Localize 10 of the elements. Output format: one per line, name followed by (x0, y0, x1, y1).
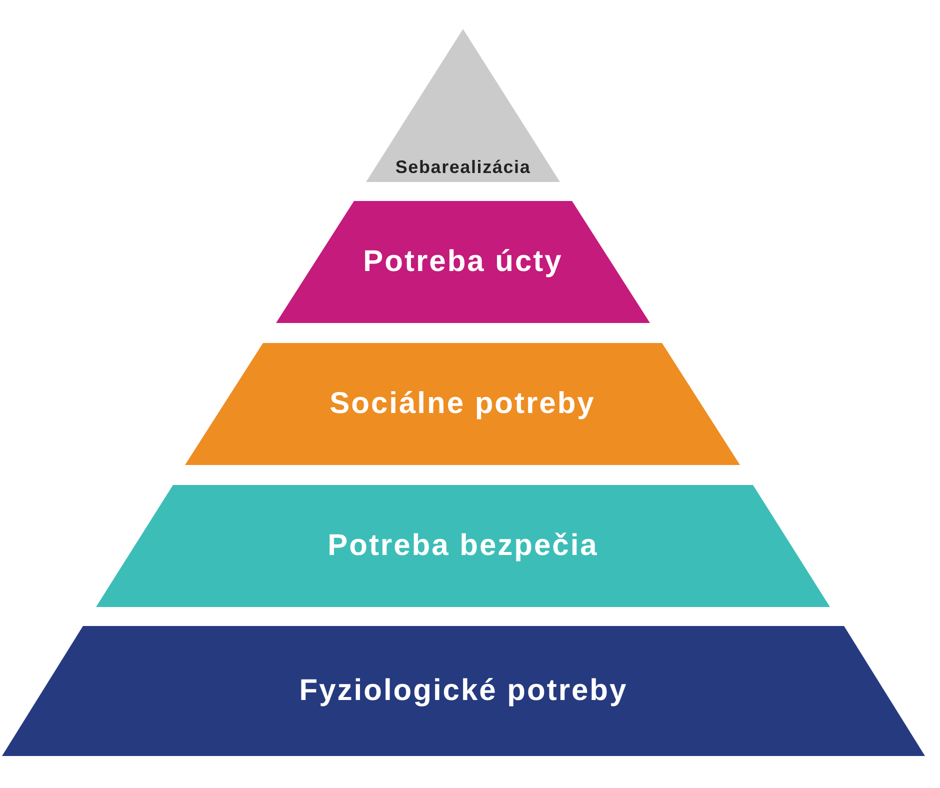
pyramid-level (2, 626, 925, 756)
level-label: Sebarealizácia (395, 157, 531, 178)
level-label: Sociálne potreby (330, 387, 596, 421)
level-label: Potreba bezpečia (328, 529, 598, 563)
pyramid-apex (366, 29, 560, 182)
pyramid-level (96, 485, 830, 607)
level-label: Fyziologické potreby (299, 674, 628, 708)
level-label: Potreba úcty (363, 245, 563, 279)
pyramid-level (276, 201, 650, 323)
pyramid-level (185, 343, 740, 465)
